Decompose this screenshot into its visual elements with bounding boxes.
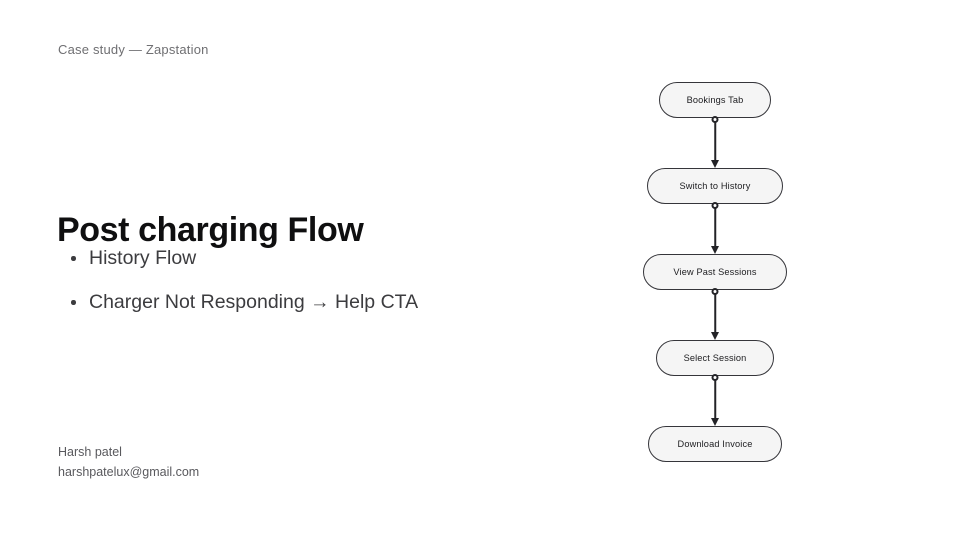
arrow-head-icon [711, 418, 719, 426]
connector-line [714, 292, 716, 336]
flow-node-switch-to-history: Switch to History [600, 168, 830, 254]
flow-node-label: Bookings Tab [686, 95, 744, 105]
connector-line [714, 378, 716, 422]
flow-node-view-past-sessions: View Past Sessions [600, 254, 830, 340]
list-item-label: Charger Not Responding → Help CTA [89, 291, 419, 313]
arrow-head-icon [711, 332, 719, 340]
flow-node-label: Download Invoice [677, 439, 753, 449]
bullet-list: History Flow Charger Not Responding → He… [60, 246, 418, 314]
list-item: History Flow [60, 246, 418, 270]
flow-node-bookings-tab: Bookings Tab [600, 82, 830, 168]
flow-node-shape: View Past Sessions [643, 254, 787, 290]
author-email: harshpatelux@gmail.com [58, 465, 200, 479]
flow-node-select-session: Select Session [600, 340, 830, 426]
flow-node-shape: Select Session [656, 340, 774, 376]
arrow-head-icon [711, 160, 719, 168]
arrow-head-icon [711, 246, 719, 254]
connector-dot-icon [711, 288, 719, 295]
flow-node-label: View Past Sessions [673, 267, 757, 277]
flow-connector-arrow [708, 288, 722, 342]
bullet-dot-icon [71, 300, 76, 305]
list-item: Charger Not Responding → Help CTA [60, 290, 418, 314]
flow-connector-arrow [708, 202, 722, 256]
connector-dot-icon [711, 374, 719, 381]
bullet-dot-icon [71, 256, 76, 261]
connector-dot-icon [711, 202, 719, 209]
connector-line [714, 206, 716, 250]
connector-line [714, 120, 716, 164]
flow-connector-arrow [708, 374, 722, 428]
flow-node-download-invoice: Download Invoice [600, 426, 830, 462]
footer-credits: Harsh patel harshpatelux@gmail.com [58, 442, 199, 482]
author-name: Harsh patel [58, 445, 122, 459]
flow-node-label: Select Session [683, 353, 747, 363]
flow-node-label: Switch to History [679, 181, 751, 191]
flow-connector-arrow [708, 116, 722, 170]
flow-node-shape: Bookings Tab [659, 82, 771, 118]
flow-diagram: Bookings Tab Switch to History View Past… [600, 70, 830, 470]
eyebrow-label: Case study — Zapstation [58, 42, 209, 57]
flow-node-shape: Download Invoice [648, 426, 782, 462]
connector-dot-icon [711, 116, 719, 123]
list-item-label: History Flow [89, 247, 197, 269]
page-title: Post charging Flow [57, 210, 364, 249]
flow-node-shape: Switch to History [647, 168, 783, 204]
